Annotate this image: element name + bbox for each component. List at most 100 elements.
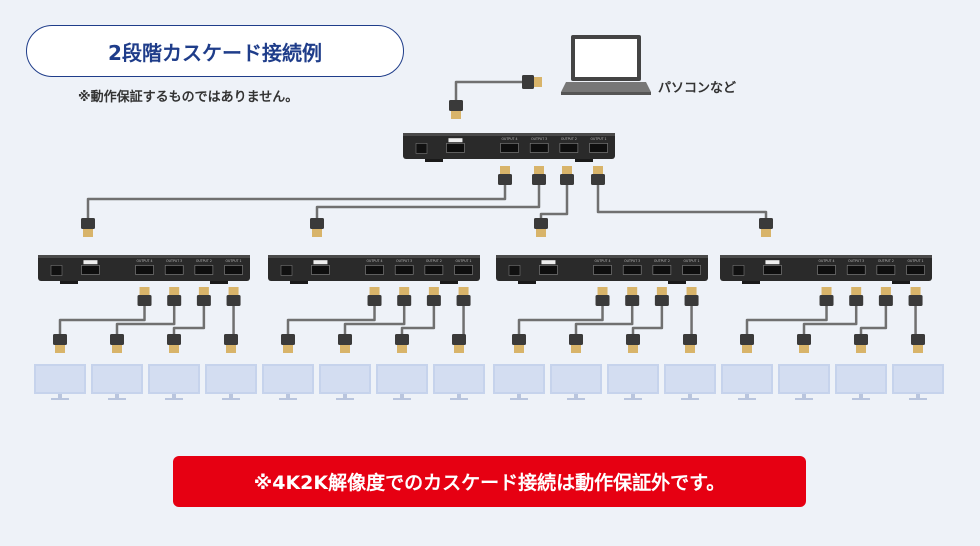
port-label: OUTPUT 4 (136, 259, 152, 263)
cable-l1-out2 (539, 185, 569, 222)
hdmi-plug-icon (534, 218, 548, 237)
cables-layer (58, 80, 917, 338)
cable-l1-out4 (86, 185, 507, 222)
port-label: OUTPUT 3 (166, 259, 182, 263)
port-label: OUTPUT 3 (531, 137, 547, 141)
splitter-level2: OUTPUT 4 OUTPUT 3 OUTPUT 2 OUTPUT 1 (720, 255, 932, 284)
hdmi-plug-icon (878, 287, 893, 306)
cable-l2-out4 (517, 306, 604, 338)
hdmi-plug-icon (226, 287, 241, 306)
hdmi-plug-icon (167, 334, 181, 353)
hdmi-plug-icon (449, 100, 463, 119)
hdmi-plug-icon (854, 334, 868, 353)
port-label: OUTPUT 2 (878, 259, 894, 263)
hdmi-plug-icon (532, 166, 546, 185)
hdmi-plug-icon (81, 218, 95, 237)
hdmi-plug-icon (759, 218, 773, 237)
cable-l2-out3 (115, 306, 176, 338)
hdmi-plug-icon (110, 334, 124, 353)
cable-l2-out2 (172, 306, 206, 338)
hdmi-plug-icon (196, 287, 211, 306)
monitor-icon (892, 364, 944, 400)
monitor-icon (493, 364, 545, 400)
port-label: OUTPUT 2 (654, 259, 670, 263)
hdmi-plug-icon (740, 334, 754, 353)
hdmi-plug-icon (819, 287, 834, 306)
hdmi-plug-icon (397, 287, 412, 306)
port-label: OUTPUT 1 (456, 259, 472, 263)
monitor-icon (376, 364, 428, 400)
disclaimer-note: ※動作保証するものではありません。 (78, 90, 299, 105)
port-label: OUTPUT 1 (684, 259, 700, 263)
hdmi-plug-icon (452, 334, 466, 353)
hdmi-plug-icon (498, 166, 512, 185)
port-label: OUTPUT 3 (624, 259, 640, 263)
pc-label: パソコンなど (658, 81, 737, 96)
monitor-icon (34, 364, 86, 400)
hdmi-plug-icon (167, 287, 182, 306)
hdmi-plug-icon (224, 334, 238, 353)
port-label: OUTPUT 3 (396, 259, 412, 263)
hdmi-plug-icon (683, 334, 697, 353)
monitor-icon (91, 364, 143, 400)
monitor-icon (664, 364, 716, 400)
hdmi-plug-icon (569, 334, 583, 353)
cable-l2-out2 (400, 306, 436, 338)
cable-l1-out3 (315, 185, 541, 222)
hdmi-plug-icon (797, 334, 811, 353)
cable-l2-out4 (745, 306, 828, 338)
port-label: OUTPUT 2 (196, 259, 212, 263)
port-label: OUTPUT 4 (366, 259, 382, 263)
monitor-icon (835, 364, 887, 400)
hdmi-plug-icon (911, 334, 925, 353)
port-label: OUTPUT 4 (818, 259, 834, 263)
hdmi-plug-icon (591, 166, 605, 185)
cable-l2-out3 (802, 306, 858, 338)
port-label: OUTPUT 1 (908, 259, 924, 263)
port-label: OUTPUT 4 (501, 137, 517, 141)
port-label: OUTPUT 1 (591, 137, 607, 141)
hdmi-plug-icon (522, 75, 542, 89)
monitor-icon (550, 364, 602, 400)
hdmi-plug-icon (281, 334, 295, 353)
monitor-icon (319, 364, 371, 400)
cable-l2-out2 (859, 306, 888, 338)
hdmi-plug-icon (654, 287, 669, 306)
plugs-layer (53, 75, 925, 353)
monitor-icon (607, 364, 659, 400)
monitor-icon (433, 364, 485, 400)
port-label: OUTPUT 3 (848, 259, 864, 263)
cable-l1-out1 (596, 185, 768, 222)
hdmi-plug-icon (338, 334, 352, 353)
cable-l2-out3 (343, 306, 406, 338)
cable-l2-out2 (631, 306, 664, 338)
hdmi-plug-icon (53, 334, 67, 353)
hdmi-plug-icon (395, 334, 409, 353)
port-label: OUTPUT 2 (426, 259, 442, 263)
cable-l2-out4 (286, 306, 376, 338)
port-label: OUTPUT 2 (561, 137, 577, 141)
hdmi-plug-icon (595, 287, 610, 306)
warning-banner: ※4K2K解像度でのカスケード接続は動作保証外です。 (173, 456, 806, 507)
hdmi-plug-icon (626, 334, 640, 353)
cable-pc-to-splitter (454, 80, 540, 104)
laptop-icon (561, 35, 651, 95)
splitter-level2: OUTPUT 4 OUTPUT 3 OUTPUT 2 OUTPUT 1 (38, 255, 250, 284)
hdmi-plug-icon (849, 287, 864, 306)
port-label: OUTPUT 4 (594, 259, 610, 263)
port-label: OUTPUT 1 (226, 259, 242, 263)
hdmi-plug-icon (908, 287, 923, 306)
hdmi-plug-icon (367, 287, 382, 306)
hdmi-plug-icon (426, 287, 441, 306)
hdmi-plug-icon (310, 218, 324, 237)
monitor-icon (721, 364, 773, 400)
hdmi-plug-icon (137, 287, 152, 306)
splitter-level2: OUTPUT 4 OUTPUT 3 OUTPUT 2 OUTPUT 1 (268, 255, 480, 284)
monitor-icon (778, 364, 830, 400)
cable-l2-out3 (574, 306, 634, 338)
monitor-icon (205, 364, 257, 400)
cable-l2-out4 (58, 306, 146, 338)
splitter-level1: OUTPUT 4 OUTPUT 3 OUTPUT 2 OUTPUT 1 (403, 133, 615, 162)
